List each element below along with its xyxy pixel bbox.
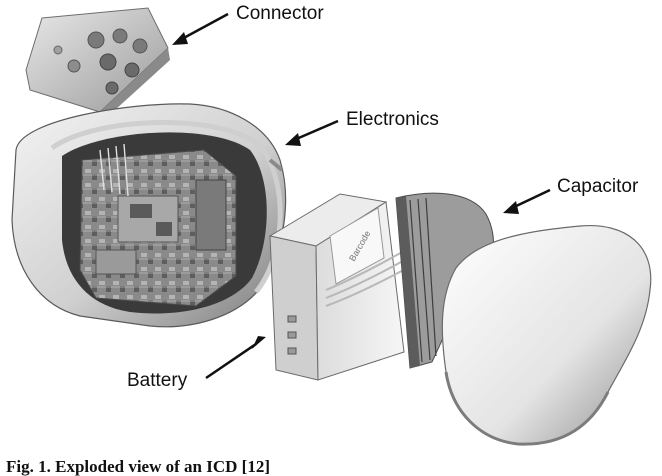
capacitor-part (395, 192, 494, 369)
battery-label: Battery (127, 370, 188, 391)
battery-callout: Battery (127, 336, 266, 391)
connector-label: Connector (236, 3, 324, 24)
figure-caption: Fig. 1. Exploded view of an ICD [12] (6, 457, 270, 476)
battery-arrow-icon (252, 336, 266, 349)
back-cover-part (441, 224, 652, 446)
connector-arrow-icon (172, 32, 188, 45)
electronics-arrow-icon (285, 133, 301, 146)
capacitor-label: Capacitor (557, 176, 639, 197)
electronics-label: Electronics (346, 109, 439, 130)
capacitor-arrow-icon (503, 201, 519, 214)
electronics-part (11, 103, 287, 328)
capacitor-callout: Capacitor (503, 176, 639, 214)
electronics-callout: Electronics (285, 109, 439, 146)
connector-callout: Connector (172, 3, 324, 45)
connector-part (25, 7, 170, 120)
